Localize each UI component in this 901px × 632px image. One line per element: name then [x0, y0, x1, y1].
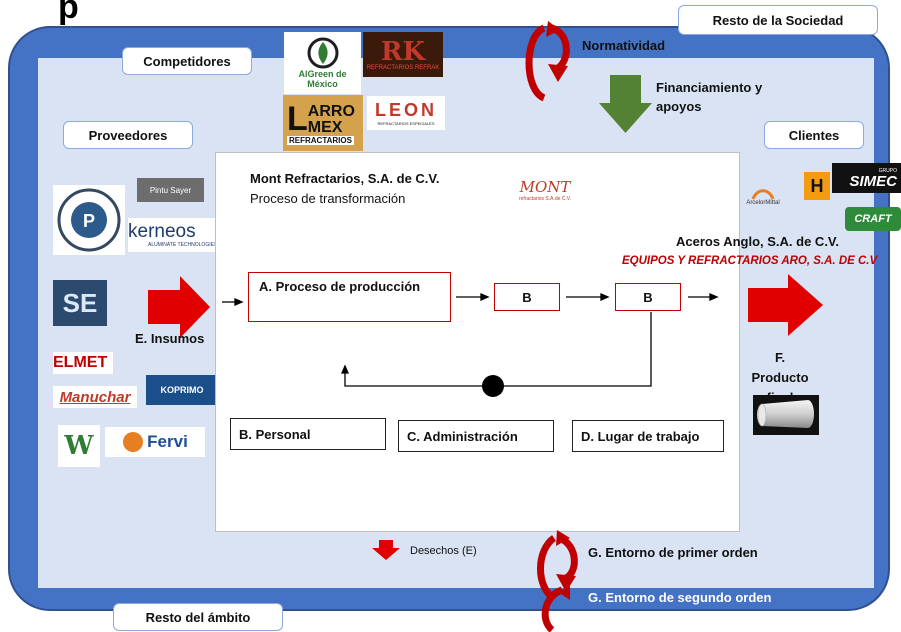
logo-simec: GRUPO SIMEC	[832, 163, 901, 193]
process-subtitle: Proceso de transformación	[250, 191, 406, 206]
label-resto-ambito: Resto del ámbito	[113, 603, 283, 631]
logo-elmet-text: ELMET	[53, 354, 108, 371]
box-lugar-trabajo: D. Lugar de trabajo	[572, 420, 724, 452]
box-b1: B	[494, 283, 560, 311]
down-arrow-icon	[599, 75, 652, 133]
logo-fervi-text: Fervi	[147, 432, 188, 451]
label-entorno-1: G. Entorno de primer orden	[588, 545, 758, 560]
box-administracion-label: C. Administración	[407, 428, 518, 444]
logo-koprimo: KOPRIMO	[146, 375, 218, 405]
logo-larromex-sub: REFRACTARIOS	[287, 135, 354, 145]
box-lugar-label: D. Lugar de trabajo	[581, 428, 700, 444]
logo-posser: P	[53, 185, 125, 255]
logo-craft-text: CRAFT	[854, 213, 892, 225]
logo-mont-sub: refractarios S.A.de C.V.	[518, 196, 572, 202]
insumos-arrow-icon	[148, 276, 210, 338]
logo-kerneos: kerneos ALUMINATE TECHNOLOGIES	[128, 218, 228, 252]
logo-kerneos-sub: ALUMINATE TECHNOLOGIES	[148, 242, 218, 248]
label-competidores: Competidores	[122, 47, 252, 75]
logo-fervi: Fervi	[105, 427, 205, 457]
logo-larromex-text2: MEX	[307, 118, 343, 136]
entorno-cycle-icon	[537, 530, 578, 632]
logo-se-text: SE	[62, 287, 98, 318]
box-personal-label: B. Personal	[239, 426, 311, 442]
central-process-area	[215, 152, 740, 532]
logo-h: H	[804, 172, 830, 200]
label-normatividad: Normatividad	[582, 38, 666, 53]
fervi-sun-icon	[123, 432, 144, 452]
logo-larromex: L ARRO MEX REFRACTARIOS	[283, 95, 363, 151]
logo-pintu-text: Pintu Sayer	[149, 185, 192, 195]
logo-craft: CRAFT	[845, 207, 901, 231]
label-entorno-2: G. Entorno de segundo orden	[588, 590, 772, 605]
logo-arcelormittal: ArcelorMittal	[733, 180, 793, 212]
producto-arrow-icon	[748, 274, 823, 336]
label-proveedores: Proveedores	[63, 121, 193, 149]
label-clientes: Clientes	[764, 121, 864, 149]
box-proceso-produccion: A. Proceso de producción	[248, 272, 451, 322]
company-name: Mont Refractarios, S.A. de C.V.	[250, 171, 440, 186]
logo-leon-sub: REFRACTARIOS ESPECIALES	[377, 121, 435, 126]
box-b2: B	[615, 283, 681, 311]
logo-pintu-sayer: Pintu Sayer	[137, 178, 204, 202]
logo-leon: LEON REFRACTARIOS ESPECIALES	[367, 96, 445, 130]
label-insumos: E. Insumos	[135, 331, 205, 346]
logo-refrak: RK REFRACTARIOS REFRAK	[363, 32, 443, 77]
logo-manuchar: Manuchar	[53, 386, 137, 408]
client-equipos: EQUIPOS Y REFRACTARIOS ARO, S.A. DE C.V	[622, 255, 878, 267]
producto-image	[753, 395, 819, 435]
box-b2-label: B	[643, 289, 653, 305]
client-aceros: Aceros Anglo, S.A. de C.V.	[676, 234, 840, 249]
logo-mont-text: MONT	[519, 178, 571, 196]
logo-simec-text: SIMEC	[849, 172, 897, 190]
logo-leon-text: LEON	[374, 100, 437, 120]
logo-kerneos-text: kerneos	[128, 221, 196, 242]
logo-elmet: ELMET	[53, 352, 113, 374]
box-administracion: C. Administración	[398, 420, 554, 452]
logo-refrak-text: REFRACTARIOS REFRAK	[366, 64, 440, 71]
svg-text:P: P	[83, 211, 95, 231]
logo-h-text: H	[810, 175, 824, 196]
logo-arcelor-text: ArcelorMittal	[746, 200, 780, 206]
logo-simec-top: GRUPO	[878, 167, 897, 174]
label-resto-sociedad: Resto de la Sociedad	[678, 5, 878, 35]
logo-mont: MONT refractarios S.A.de C.V.	[505, 165, 585, 215]
logo-larromex-text1: ARRO	[307, 102, 355, 120]
title-fragment: p	[58, 0, 79, 26]
desechos-arrow-icon	[372, 540, 400, 560]
logo-algreen: AlGreen de México	[284, 32, 361, 94]
logo-manuchar-text: Manuchar	[59, 388, 131, 406]
logo-algreen-text: AlGreen de México	[298, 69, 347, 89]
cycle-arrow-icon	[525, 21, 570, 102]
label-financiamiento: Financiamiento y apoyos	[656, 80, 763, 114]
box-proceso-label: A. Proceso de producción	[259, 279, 421, 294]
tube-icon	[757, 400, 814, 428]
logo-wr: W	[58, 425, 100, 467]
box-personal: B. Personal	[230, 418, 386, 450]
label-desechos: Desechos (E)	[410, 545, 477, 557]
box-b1-label: B	[522, 289, 532, 305]
logo-se: SE	[53, 280, 107, 326]
logo-koprimo-text: KOPRIMO	[160, 385, 204, 395]
